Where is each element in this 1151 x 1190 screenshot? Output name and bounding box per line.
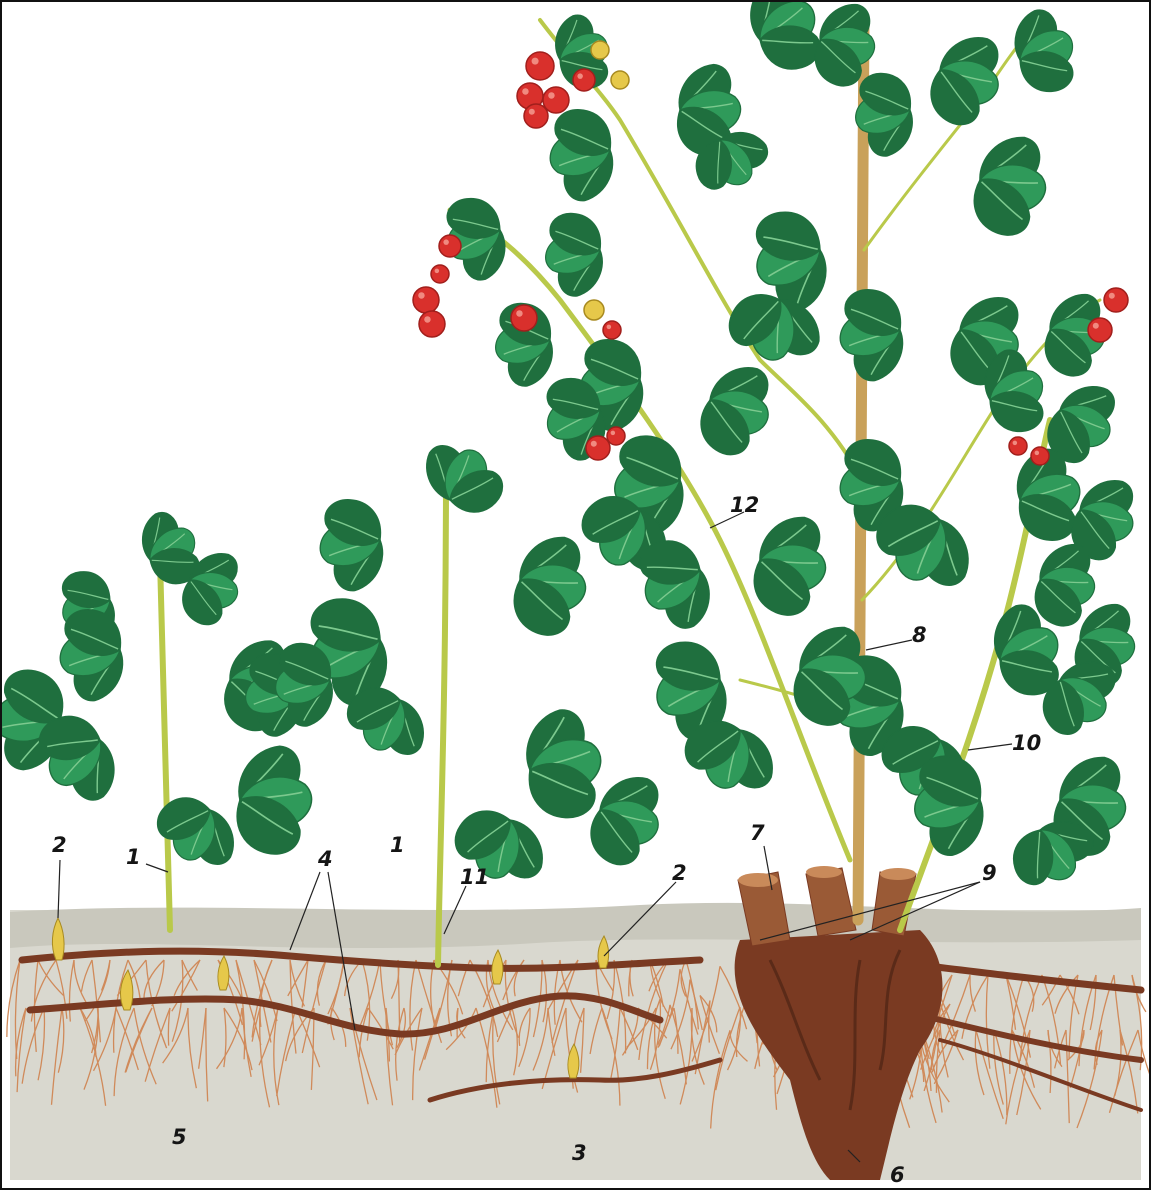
berry-highlight [1013, 441, 1018, 446]
label-shoot-left: 1 [126, 845, 141, 869]
leaves [0, 0, 1139, 888]
flower-bud [584, 300, 604, 320]
berry-highlight [532, 58, 539, 65]
berry [1104, 288, 1128, 312]
berry [511, 305, 537, 331]
berry-highlight [418, 292, 425, 299]
label-root-crown: 6 [890, 1163, 905, 1187]
berry [1088, 318, 1112, 342]
flower-bud [611, 71, 629, 89]
berry-highlight [529, 109, 535, 115]
berry [543, 87, 569, 113]
berry-highlight [424, 316, 431, 323]
label-bud-deep: 3 [572, 1141, 587, 1165]
berry [413, 287, 439, 313]
berry [524, 104, 548, 128]
berry-highlight [1035, 451, 1040, 456]
berry-highlight [443, 239, 449, 245]
label-bud-left: 2 [52, 833, 67, 857]
label-fruiting-branch: 12 [730, 493, 759, 517]
label-bud-right: 2 [672, 861, 687, 885]
berry-highlight [522, 88, 529, 95]
berry-highlight [1093, 323, 1099, 329]
label-adventitious-root: 11 [460, 865, 489, 889]
label-renewal-bud: 9 [982, 861, 997, 885]
berry [573, 69, 595, 91]
berry-highlight [611, 431, 616, 436]
label-shoot-mid: 1 [390, 833, 405, 857]
berry [431, 265, 449, 283]
berry [419, 311, 445, 337]
berry [1009, 437, 1027, 455]
berry [439, 235, 461, 257]
berry [526, 52, 554, 80]
berry [586, 436, 610, 460]
flower-bud [591, 41, 609, 59]
berry-highlight [577, 73, 583, 79]
label-old-stump: 7 [750, 821, 765, 845]
berry-highlight [435, 269, 440, 274]
berry-highlight [1109, 293, 1115, 299]
berry-highlight [548, 92, 555, 99]
label-young-cane: 10 [1012, 731, 1041, 755]
berry [1031, 447, 1049, 465]
label-fruiting-cane: 8 [912, 623, 927, 647]
berry [603, 321, 621, 339]
berry-highlight [516, 310, 523, 317]
label-rhizome: 4 [317, 847, 333, 871]
berry [607, 427, 625, 445]
label-fibrous-root: 5 [172, 1125, 187, 1149]
berry-highlight [591, 441, 597, 447]
berry-highlight [607, 325, 612, 330]
